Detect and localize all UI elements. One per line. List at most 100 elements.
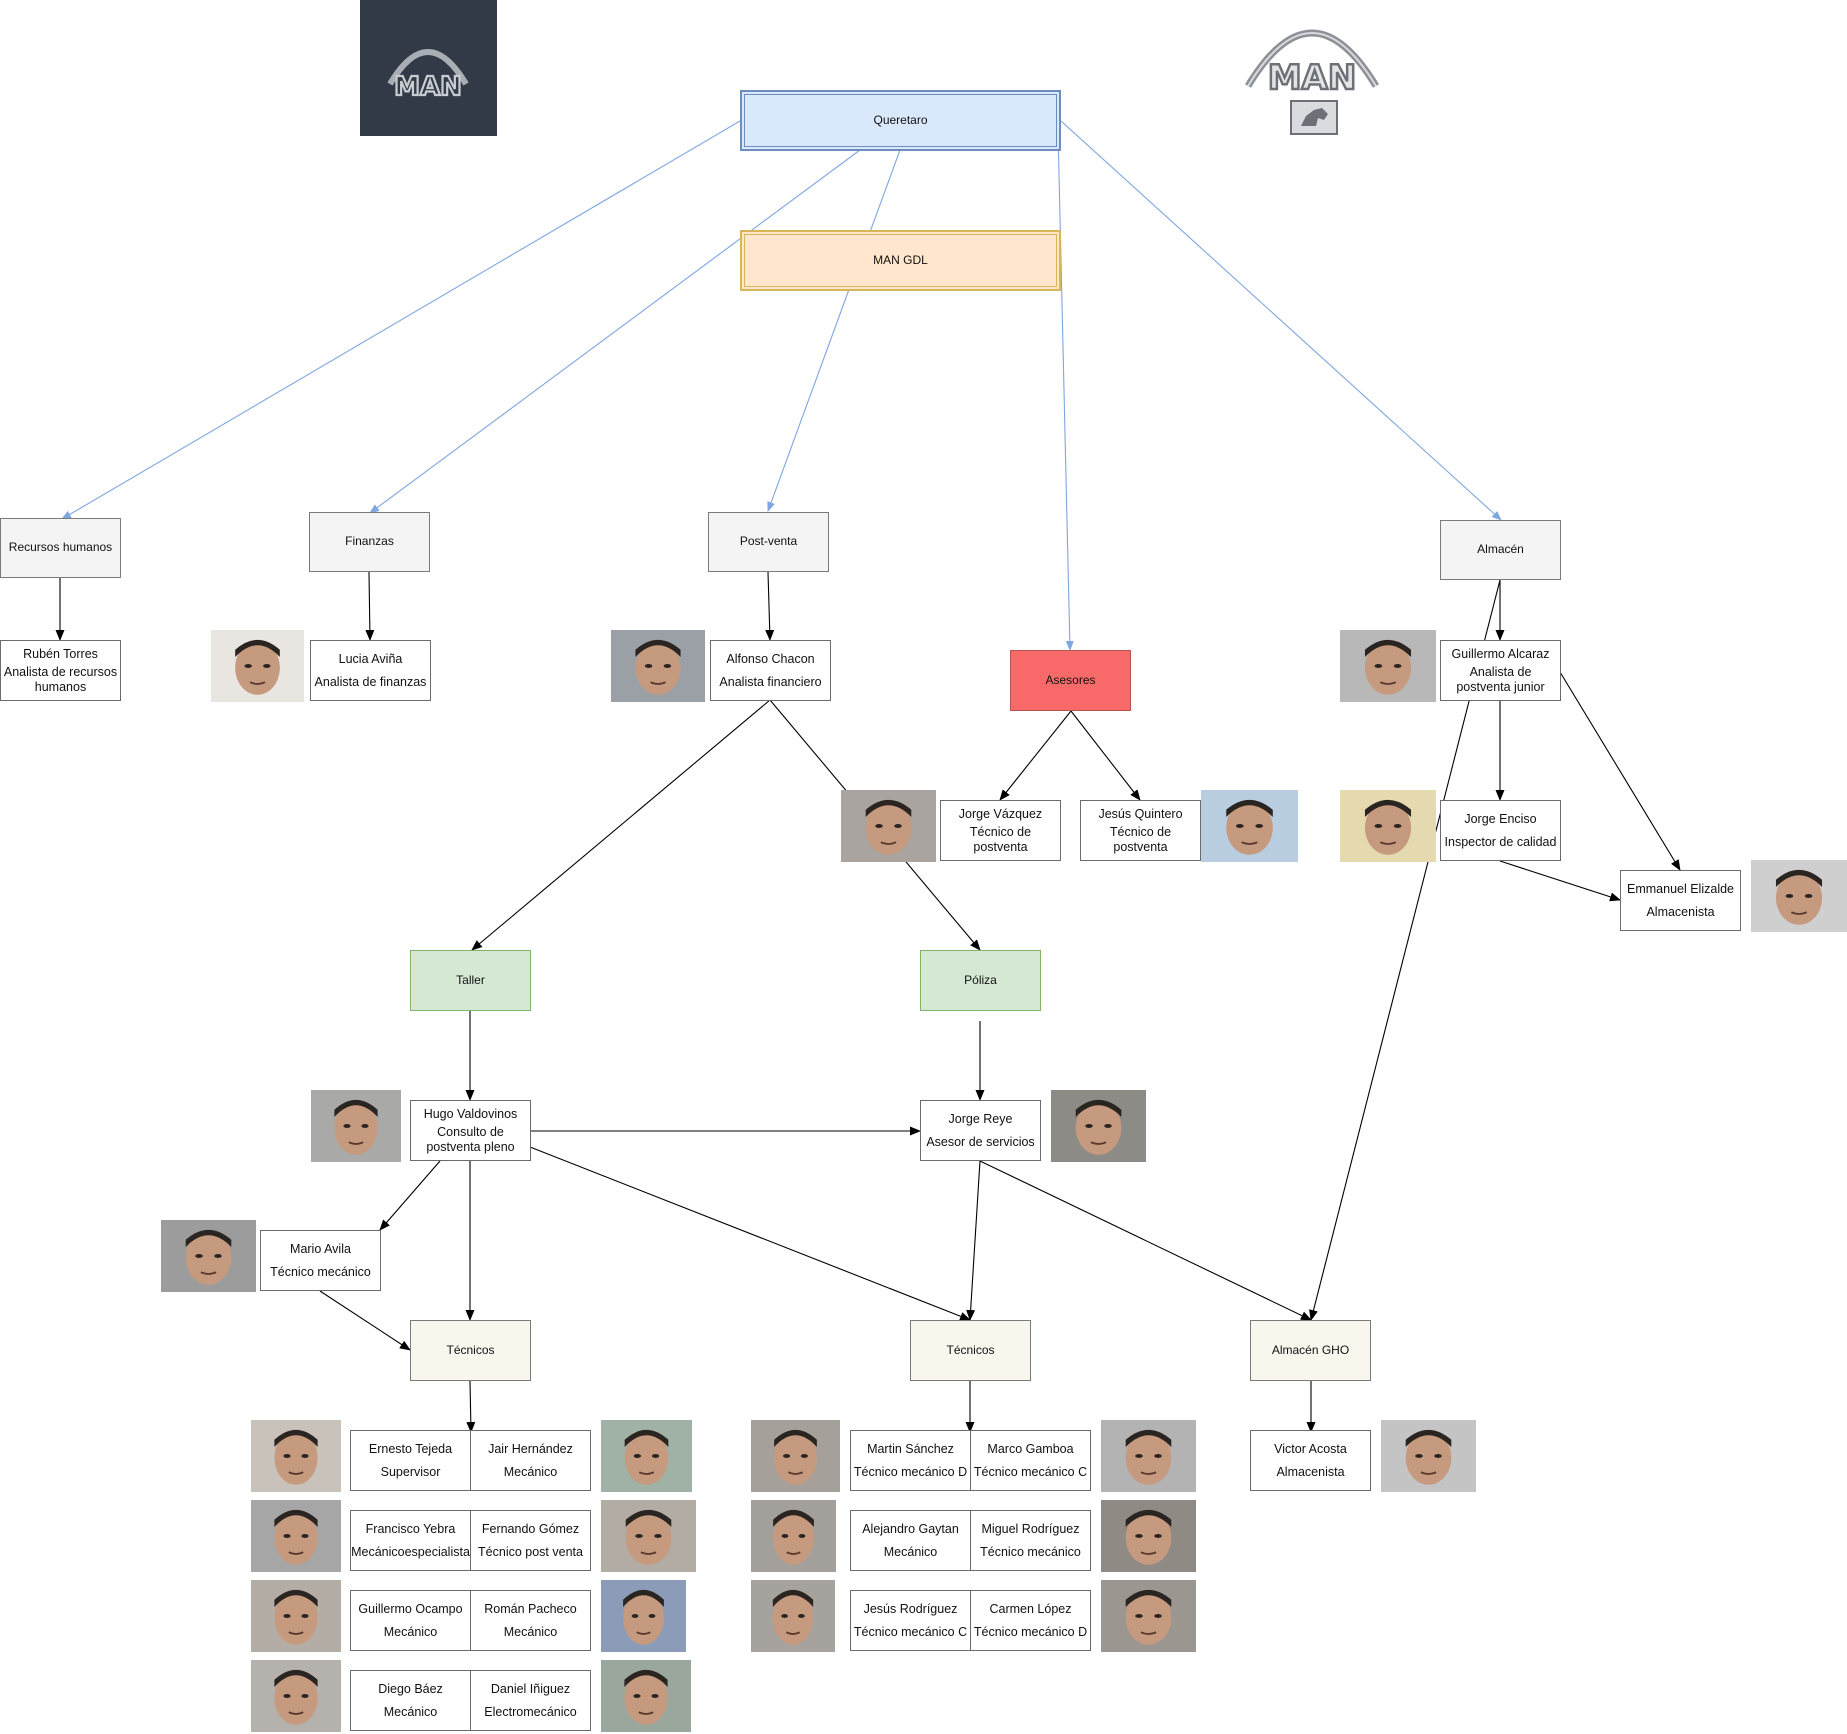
- node-taller[interactable]: Taller: [410, 950, 531, 1011]
- edge-queretaro-asesores: [1057, 130, 1074, 651]
- node-post-venta-label: Post-venta: [739, 534, 798, 549]
- person-role: Técnico mecánico C: [973, 1464, 1088, 1479]
- node-poliza-label: Póliza: [964, 972, 997, 987]
- person-card-ruben[interactable]: Rubén Torres Analista de recursos humano…: [0, 640, 121, 701]
- edge-mario-tecnicos1: [319, 1290, 411, 1351]
- person-card-francisco[interactable]: Francisco Yebra Mecánicoespecialista: [350, 1510, 471, 1571]
- photo-fernando: [601, 1500, 696, 1572]
- node-almacen[interactable]: Almacén: [1440, 520, 1561, 580]
- person-name: Jorge Vázquez: [958, 806, 1043, 821]
- node-tecnicos-1[interactable]: Técnicos: [410, 1320, 531, 1381]
- person-card-marco[interactable]: Marco Gamboa Técnico mecánico C: [970, 1430, 1091, 1491]
- person-name: Marco Gamboa: [987, 1441, 1074, 1456]
- edge-jorger-tecnicos2: [966, 1160, 981, 1321]
- person-card-jesus-quintero[interactable]: Jesús Quintero Técnico de postventa: [1080, 800, 1201, 861]
- node-almacen-gho[interactable]: Almacén GHO: [1250, 1320, 1371, 1381]
- person-card-daniel[interactable]: Daniel Iñiguez Electromecánico: [470, 1670, 591, 1731]
- person-role: Analista de recursos humanos: [3, 665, 118, 694]
- photo-guillermo-alcaraz: [1340, 630, 1436, 702]
- person-name: Lucia Aviña: [338, 651, 403, 666]
- photo-diego: [251, 1660, 341, 1732]
- person-role: Mecánico: [383, 1624, 438, 1639]
- photo-jair: [601, 1420, 692, 1492]
- person-role: Técnico mecánico D: [853, 1464, 968, 1479]
- person-name: Mario Avila: [290, 1241, 351, 1256]
- node-almacen-gho-label: Almacén GHO: [1271, 1342, 1350, 1357]
- person-role: Analista de finanzas: [314, 674, 427, 689]
- node-post-venta[interactable]: Post-venta: [708, 512, 829, 572]
- person-card-mario[interactable]: Mario Avila Técnico mecánico: [260, 1230, 381, 1291]
- person-name: Jorge Reye: [948, 1111, 1013, 1126]
- node-tecnicos-2-label: Técnicos: [946, 1342, 995, 1357]
- man-logo-dark-text: MAN: [394, 72, 462, 102]
- photo-jorge-vazquez: [841, 790, 936, 862]
- edge-postventa-alfonso: [765, 571, 775, 641]
- person-card-carmen[interactable]: Carmen López Técnico mecánico D: [970, 1590, 1091, 1651]
- man-logo-silver-text: MAN: [1268, 58, 1357, 98]
- person-name: Rubén Torres: [23, 646, 98, 661]
- person-card-alfonso[interactable]: Alfonso Chacon Analista financiero: [710, 640, 831, 701]
- edge-queretaro-rrhh: [61, 120, 741, 520]
- person-card-guillermo-alcaraz[interactable]: Guillermo Alcaraz Analista de postventa …: [1440, 640, 1561, 701]
- person-card-hugo[interactable]: Hugo Valdovinos Consulto de postventa pl…: [410, 1100, 531, 1161]
- person-name: Alfonso Chacon: [726, 651, 815, 666]
- lion-icon: [1301, 108, 1328, 126]
- node-recursos-humanos-label: Recursos humanos: [8, 540, 113, 555]
- edge-asesores-jesusq: [1070, 710, 1141, 801]
- person-name: Fernando Gómez: [481, 1521, 580, 1536]
- person-card-jorge-vazquez[interactable]: Jorge Vázquez Técnico de postventa: [940, 800, 1061, 861]
- edge-hugo-tecnicos2: [529, 1146, 971, 1321]
- person-card-jesus-rodriguez[interactable]: Jesús Rodríguez Técnico mecánico C: [850, 1590, 971, 1651]
- photo-daniel: [601, 1660, 691, 1732]
- node-tecnicos-1-label: Técnicos: [446, 1342, 495, 1357]
- photo-jorge-reye: [1051, 1090, 1146, 1162]
- person-role: Técnico de postventa: [1109, 825, 1172, 854]
- photo-guillermo-ocampo: [251, 1580, 341, 1652]
- person-card-roman[interactable]: Román Pacheco Mecánico: [470, 1590, 591, 1651]
- person-card-lucia[interactable]: Lucia Aviña Analista de finanzas: [310, 640, 431, 701]
- node-finanzas[interactable]: Finanzas: [309, 512, 430, 572]
- node-tecnicos-2[interactable]: Técnicos: [910, 1320, 1031, 1381]
- node-man-gdl[interactable]: MAN GDL: [740, 230, 1061, 291]
- node-recursos-humanos[interactable]: Recursos humanos: [0, 518, 121, 578]
- node-queretaro-label: Queretaro: [873, 112, 928, 127]
- person-card-martin[interactable]: Martin Sánchez Técnico mecánico D: [850, 1430, 971, 1491]
- person-card-fernando[interactable]: Fernando Gómez Técnico post venta: [470, 1510, 591, 1571]
- person-name: Carmen López: [989, 1601, 1072, 1616]
- edge-jorgee-emmanuel: [1499, 860, 1621, 902]
- person-card-ernesto[interactable]: Ernesto Tejeda Supervisor: [350, 1430, 471, 1491]
- person-name: Diego Báez: [378, 1681, 443, 1696]
- person-name: Emmanuel Elizalde: [1627, 881, 1734, 896]
- person-card-jorge-reye[interactable]: Jorge Reye Asesor de servicios: [920, 1100, 1041, 1161]
- photo-marco: [1101, 1420, 1196, 1492]
- person-card-jorge-enciso[interactable]: Jorge Enciso Inspector de calidad: [1440, 800, 1561, 861]
- person-card-alejandro[interactable]: Alejandro Gaytan Mecánico: [850, 1510, 971, 1571]
- photo-jesus-quintero: [1201, 790, 1298, 862]
- edge-hugo-mario: [379, 1160, 441, 1231]
- person-name: Francisco Yebra: [365, 1521, 456, 1536]
- person-card-guillermo-ocampo[interactable]: Guillermo Ocampo Mecánico: [350, 1590, 471, 1651]
- node-queretaro[interactable]: Queretaro: [740, 90, 1061, 151]
- photo-emmanuel: [1751, 860, 1847, 932]
- edge-queretaro-almacen: [1060, 120, 1502, 521]
- person-name: Román Pacheco: [484, 1601, 577, 1616]
- person-card-miguel[interactable]: Miguel Rodríguez Técnico mecánico: [970, 1510, 1091, 1571]
- edge-asesores-jorgev: [999, 710, 1072, 801]
- node-finanzas-label: Finanzas: [345, 534, 394, 549]
- person-card-victor[interactable]: Victor Acosta Almacenista: [1250, 1430, 1371, 1491]
- edge-finanzas-lucia: [365, 571, 375, 641]
- person-name: Jesús Quintero: [1098, 806, 1183, 821]
- node-poliza[interactable]: Póliza: [920, 950, 1041, 1011]
- node-taller-label: Taller: [456, 972, 485, 987]
- edge-guillermoa-emmanuel: [1559, 671, 1681, 871]
- person-name: Jorge Enciso: [1464, 811, 1537, 826]
- node-asesores[interactable]: Asesores: [1010, 650, 1131, 711]
- person-role: Técnico mecánico C: [853, 1624, 968, 1639]
- person-card-emmanuel[interactable]: Emmanuel Elizalde Almacenista: [1620, 870, 1741, 931]
- person-role: Mecánico: [383, 1704, 438, 1719]
- person-card-jair[interactable]: Jair Hernández Mecánico: [470, 1430, 591, 1491]
- person-name: Jair Hernández: [488, 1441, 573, 1456]
- person-card-diego[interactable]: Diego Báez Mecánico: [350, 1670, 471, 1731]
